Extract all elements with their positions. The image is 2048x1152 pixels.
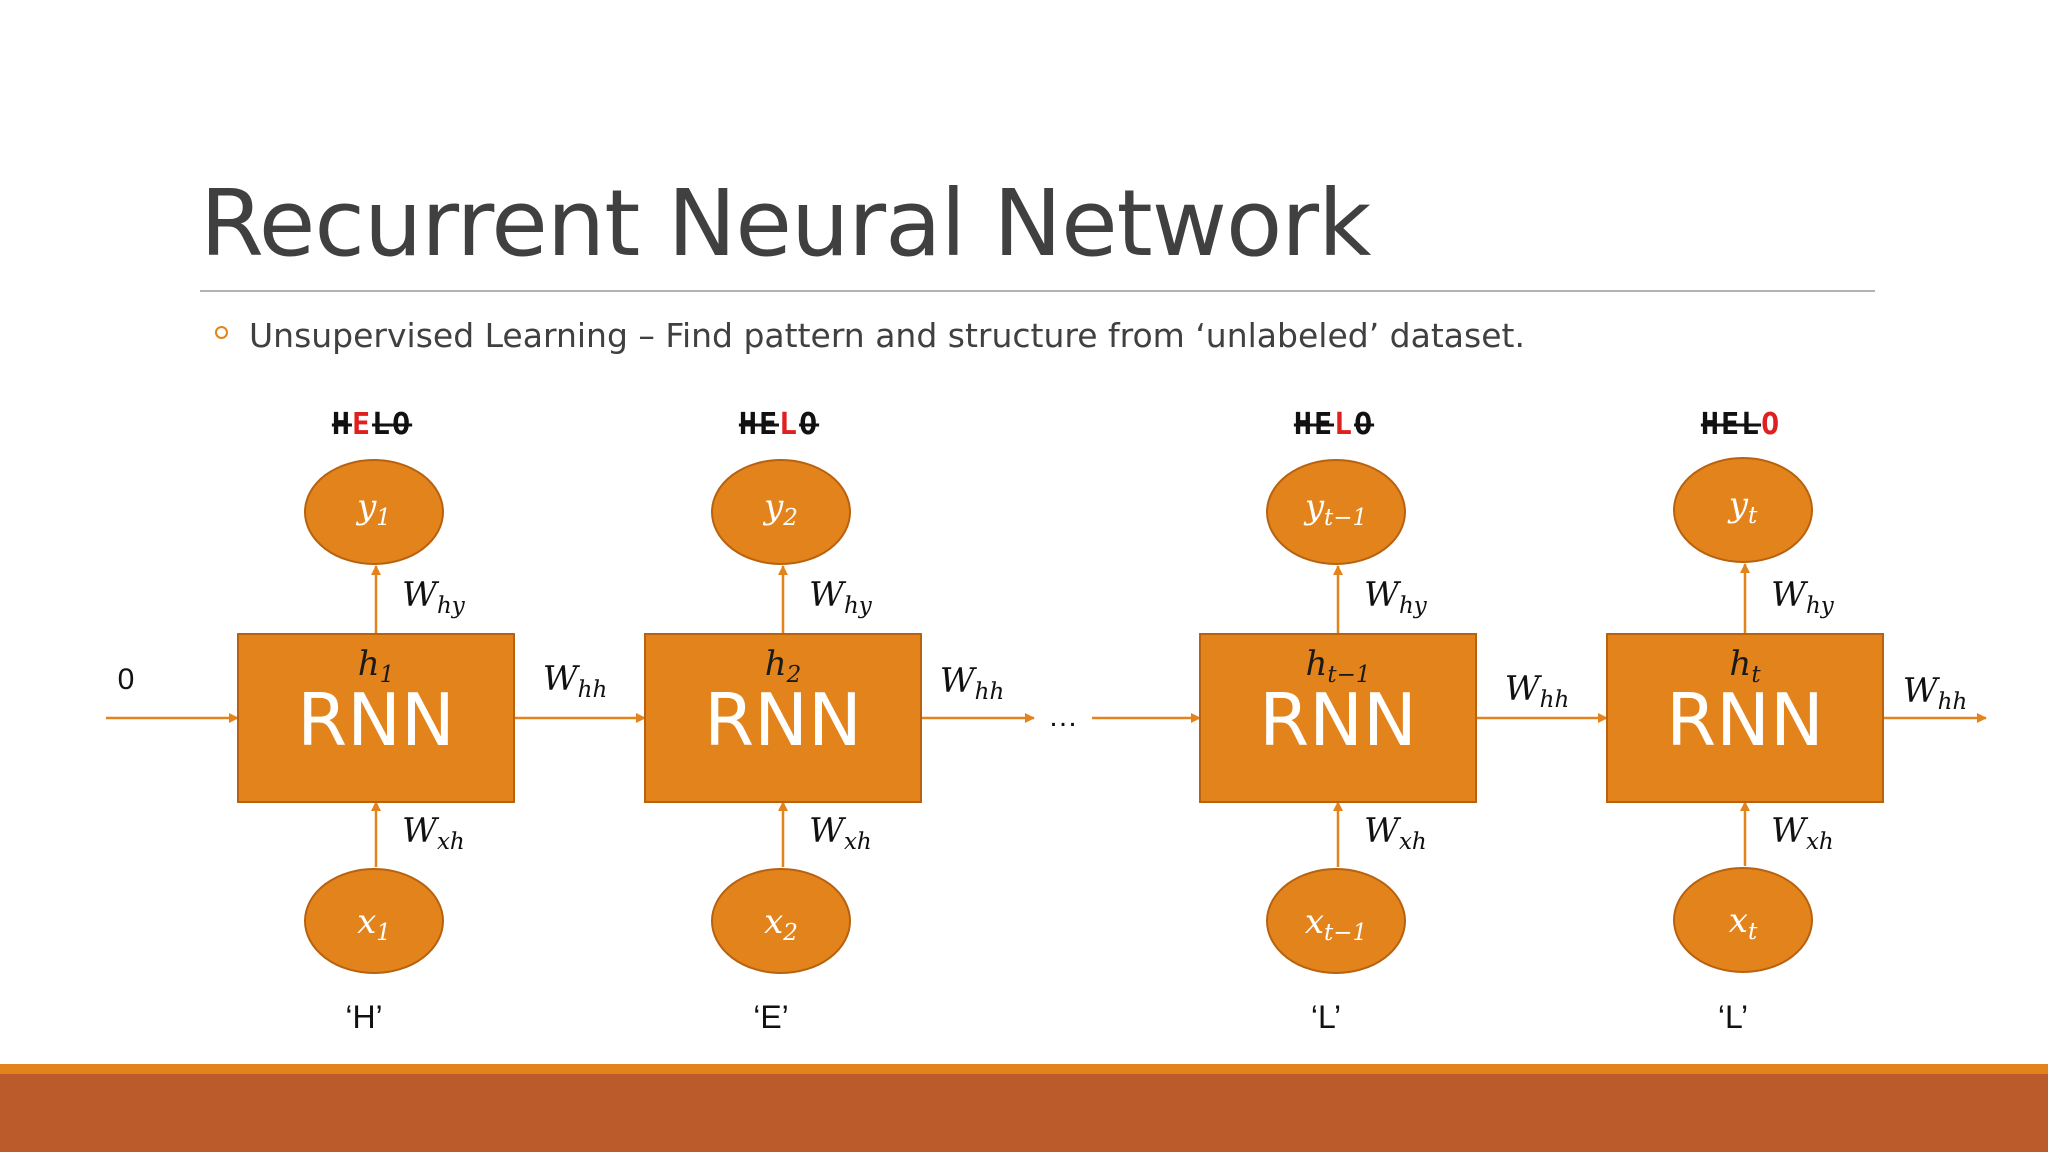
hidden-state-3-label: ht−1 (1305, 644, 1370, 688)
rnn-cell-4-label: RNN (1666, 678, 1824, 762)
hidden-state-4-label: ht (1729, 644, 1761, 688)
weight-xh-2-label: Wxh (809, 811, 872, 855)
output-node-3-label: yt−1 (1303, 487, 1367, 531)
diagram-nodes (237, 457, 1884, 974)
rnn-cell-2-label: RNN (704, 678, 862, 762)
input-node-2 (711, 868, 851, 974)
rnn-cell-3-label: RNN (1259, 678, 1417, 762)
input-node-4-label: xt (1729, 901, 1758, 945)
hidden-state-1-label: h1 (358, 644, 395, 688)
bullet-circle-icon (215, 326, 228, 339)
rnn-cell-1 (237, 633, 515, 803)
weight-hy-2-label: Why (809, 575, 873, 619)
weight-xh-3-label: Wxh (1364, 811, 1427, 855)
weight-hy-4-label: Why (1771, 575, 1835, 619)
title-divider (200, 290, 1875, 292)
target-word-1: HELO (332, 407, 412, 442)
weight-xh-1-label: Wxh (402, 811, 465, 855)
output-node-4-label: yt (1727, 485, 1758, 529)
ellipsis-label: … (1048, 700, 1078, 733)
initial-state-label: 0 (118, 663, 135, 696)
weight-hh-4-label: Whh (1903, 671, 1968, 715)
rnn-cell-2 (644, 633, 922, 803)
target-word-4: HELO (1701, 407, 1781, 442)
bullet-text: Unsupervised Learning – Find pattern and… (249, 316, 1525, 355)
input-node-3-label: xt−1 (1305, 902, 1367, 946)
output-node-2 (711, 459, 851, 565)
rnn-cell-1-label: RNN (297, 678, 455, 762)
input-char-2: ‘E’ (753, 999, 789, 1035)
footer-accent-bar (0, 1064, 2048, 1074)
weight-hh-1-label: Whh (543, 659, 608, 703)
weight-hh-2-label: Whh (940, 661, 1005, 705)
rnn-cell-4 (1606, 633, 1884, 803)
output-node-4 (1673, 457, 1813, 563)
input-node-4 (1673, 867, 1813, 973)
output-node-2-label: y2 (762, 487, 798, 531)
input-node-1-label: x1 (357, 902, 391, 946)
input-node-2-label: x2 (764, 902, 798, 946)
input-char-3: ‘L’ (1311, 999, 1341, 1035)
input-char-4: ‘L’ (1718, 999, 1748, 1035)
output-node-1 (304, 459, 444, 565)
slide-title: Recurrent Neural Network (200, 170, 1371, 277)
rnn-cell-3 (1199, 633, 1477, 803)
target-word-2: HELO (739, 407, 819, 442)
weight-hh-3-label: Whh (1505, 669, 1570, 713)
hidden-state-2-label: h2 (765, 644, 802, 688)
input-char-1: ‘H’ (345, 999, 382, 1035)
target-word-3: HELO (1294, 407, 1374, 442)
weight-hy-1-label: Why (402, 575, 466, 619)
footer-bar (0, 1074, 2048, 1152)
input-node-3 (1266, 868, 1406, 974)
weight-hy-3-label: Why (1364, 575, 1428, 619)
diagram-labels: 0…RNNh1y1x1WhyWxhWhh‘H’HELORNNh2y2x2WhyW… (118, 407, 1968, 1035)
diagram-edges (106, 563, 1987, 867)
input-node-1 (304, 868, 444, 974)
output-node-3 (1266, 459, 1406, 565)
output-node-1-label: y1 (355, 487, 391, 531)
weight-xh-4-label: Wxh (1771, 811, 1834, 855)
